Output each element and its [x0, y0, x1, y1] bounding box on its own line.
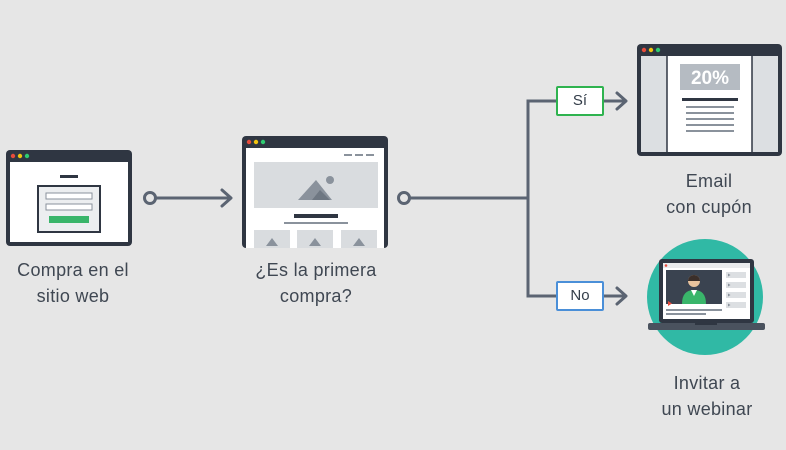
first-purchase-check-icon [242, 136, 388, 248]
start-node-label: Compra en el sitio web [0, 257, 146, 309]
start-label-line1: Compra en el [17, 260, 129, 280]
email-node-label: Email con cupón [636, 168, 782, 220]
connector-start-to-decision [143, 188, 233, 208]
yes-arrow [604, 91, 628, 111]
start-label-line2: sitio web [36, 286, 110, 306]
email-label-line1: Email [685, 171, 733, 191]
website-purchase-icon [6, 150, 132, 246]
webinar-node-label: Invitar a un webinar [634, 370, 780, 422]
decision-node-label: ¿Es la primera compra? [236, 257, 396, 309]
yes-branch-label: Sí [556, 86, 604, 116]
decision-label-line2: compra? [279, 286, 353, 306]
email-label-line2: con cupón [666, 197, 752, 217]
coupon-percentage: 20% [691, 68, 729, 89]
no-branch-label: No [556, 281, 604, 311]
webinar-laptop-icon [647, 239, 765, 355]
webinar-label-line1: Invitar a [673, 373, 741, 393]
email-coupon-icon: 20% [637, 44, 782, 156]
webinar-label-line2: un webinar [661, 399, 753, 419]
decision-label-line1: ¿Es la primera [255, 260, 377, 280]
connector-decision-split [397, 99, 556, 298]
no-arrow [604, 286, 628, 306]
